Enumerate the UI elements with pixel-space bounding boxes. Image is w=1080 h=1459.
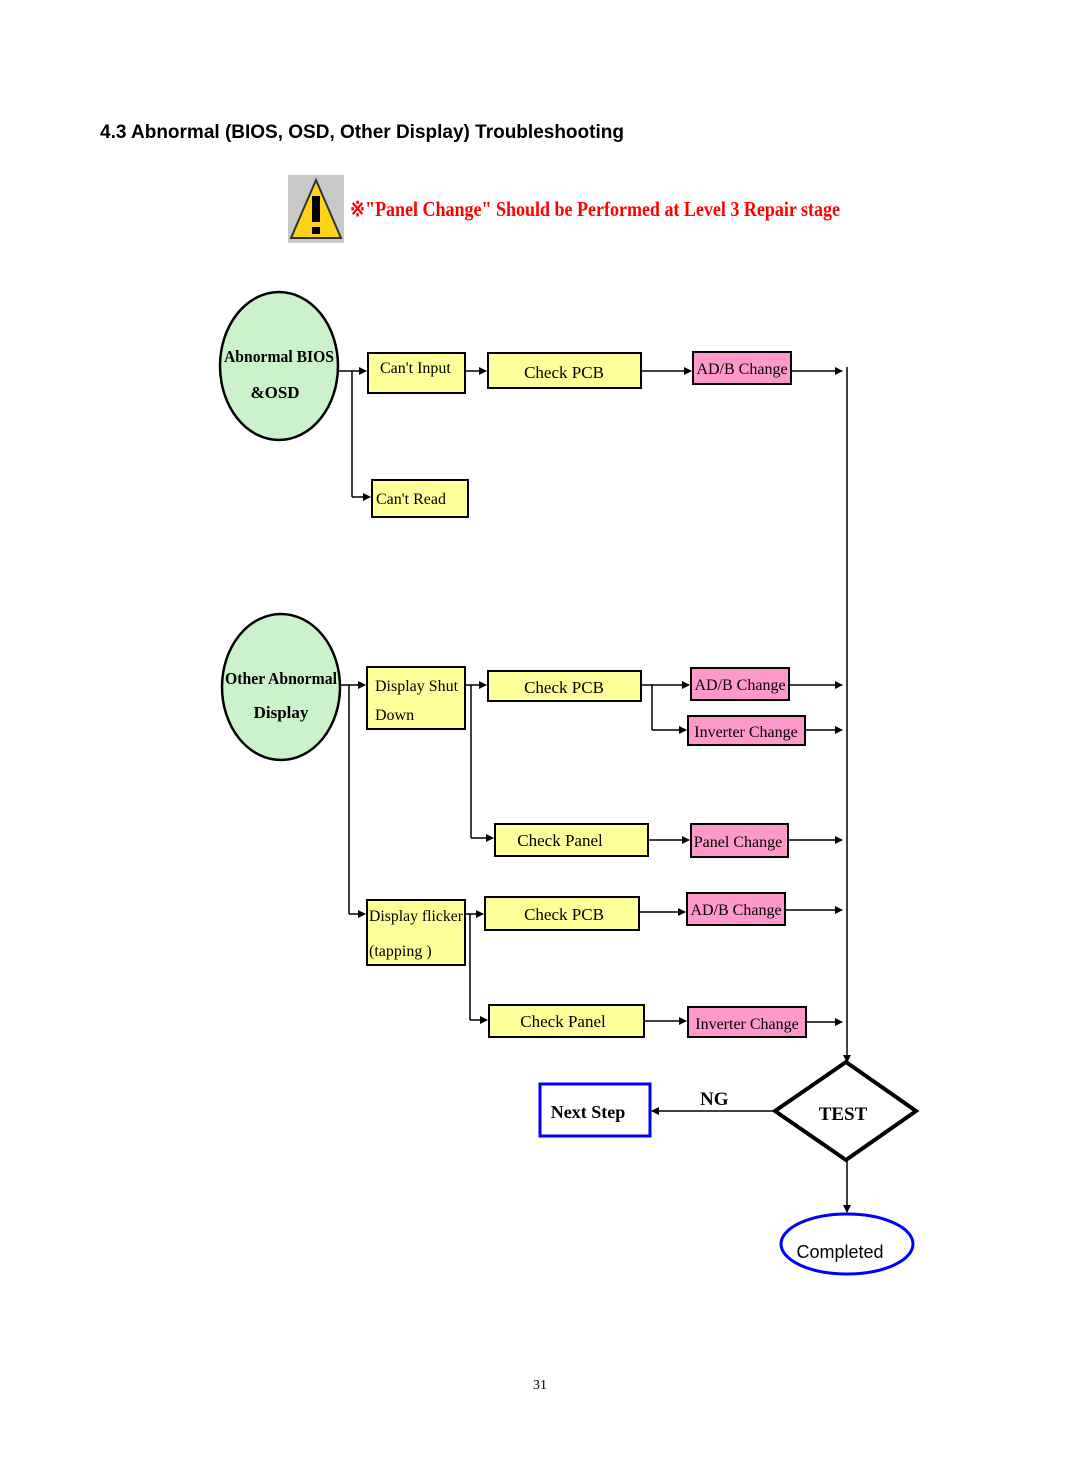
test-label: TEST <box>819 1104 868 1125</box>
box-cant-read: Can't Read <box>371 479 469 518</box>
start-other-abnormal-display: Other Abnormal Display <box>220 612 342 762</box>
next-step-label: Next Step <box>551 1102 626 1122</box>
adb-change-1-label: AD/B Change <box>696 361 787 378</box>
box-check-panel-2: Check Panel <box>488 1004 645 1038</box>
box-check-pcb-3: Check PCB <box>484 896 640 931</box>
box-check-pcb-2: Check PCB <box>487 670 642 702</box>
completed-label: Completed <box>796 1242 883 1262</box>
box-cant-input: Can't Input <box>367 352 466 394</box>
flow-connectors <box>338 367 851 1213</box>
display-shut-line2: Down <box>375 707 414 724</box>
adb-change-2-label: AD/B Change <box>694 677 785 694</box>
check-pcb-3-label: Check PCB <box>524 905 604 924</box>
check-pcb-1-label: Check PCB <box>524 363 604 382</box>
warning-triangle-icon <box>288 175 344 243</box>
page-title: 4.3 Abnormal (BIOS, OSD, Other Display) … <box>100 122 624 143</box>
box-display-shut-down: Display Shut Down <box>366 666 466 730</box>
adb-change-3-label: AD/B Change <box>690 902 781 919</box>
box-check-panel-1: Check Panel <box>494 823 649 857</box>
ng-label: NG <box>700 1089 729 1110</box>
page-number: 31 <box>533 1378 547 1393</box>
box-adb-change-2: AD/B Change <box>690 667 790 701</box>
start2-line2: Display <box>254 703 309 722</box>
box-check-pcb-1: Check PCB <box>487 352 642 389</box>
start1-line1: Abnormal BIOS <box>224 347 334 366</box>
start-abnormal-bios-osd: Abnormal BIOS &OSD <box>218 290 340 442</box>
check-pcb-2-label: Check PCB <box>524 678 604 697</box>
box-inverter-change-1: Inverter Change <box>687 715 806 746</box>
start2-line1: Other Abnormal <box>225 669 337 688</box>
warning-text: ※"Panel Change" Should be Performed at L… <box>350 197 840 221</box>
check-panel-1-label: Check Panel <box>517 831 603 850</box>
box-next-step: Next Step <box>538 1082 652 1138</box>
panel-change-label: Panel Change <box>694 834 782 851</box>
check-panel-2-label: Check Panel <box>520 1012 606 1031</box>
test-decision: TEST <box>771 1059 920 1163</box>
display-shut-line1: Display Shut <box>375 678 459 695</box>
box-adb-change-1: AD/B Change <box>692 351 792 385</box>
inverter-change-1-label: Inverter Change <box>694 724 798 741</box>
box-inverter-change-2: Inverter Change <box>687 1006 807 1038</box>
start1-line2: &OSD <box>250 383 299 402</box>
display-flicker-line2: (tapping ) <box>369 943 432 960</box>
box-panel-change: Panel Change <box>690 823 789 858</box>
cant-input-label: Can't Input <box>380 360 451 377</box>
inverter-change-2-label: Inverter Change <box>695 1016 799 1033</box>
box-display-flicker: Display flicker (tapping ) <box>366 899 466 966</box>
display-flicker-line1: Display flicker <box>369 908 464 925</box>
cant-read-label: Can't Read <box>376 491 446 508</box>
box-adb-change-3: AD/B Change <box>686 892 786 926</box>
terminal-completed: Completed <box>779 1212 915 1276</box>
